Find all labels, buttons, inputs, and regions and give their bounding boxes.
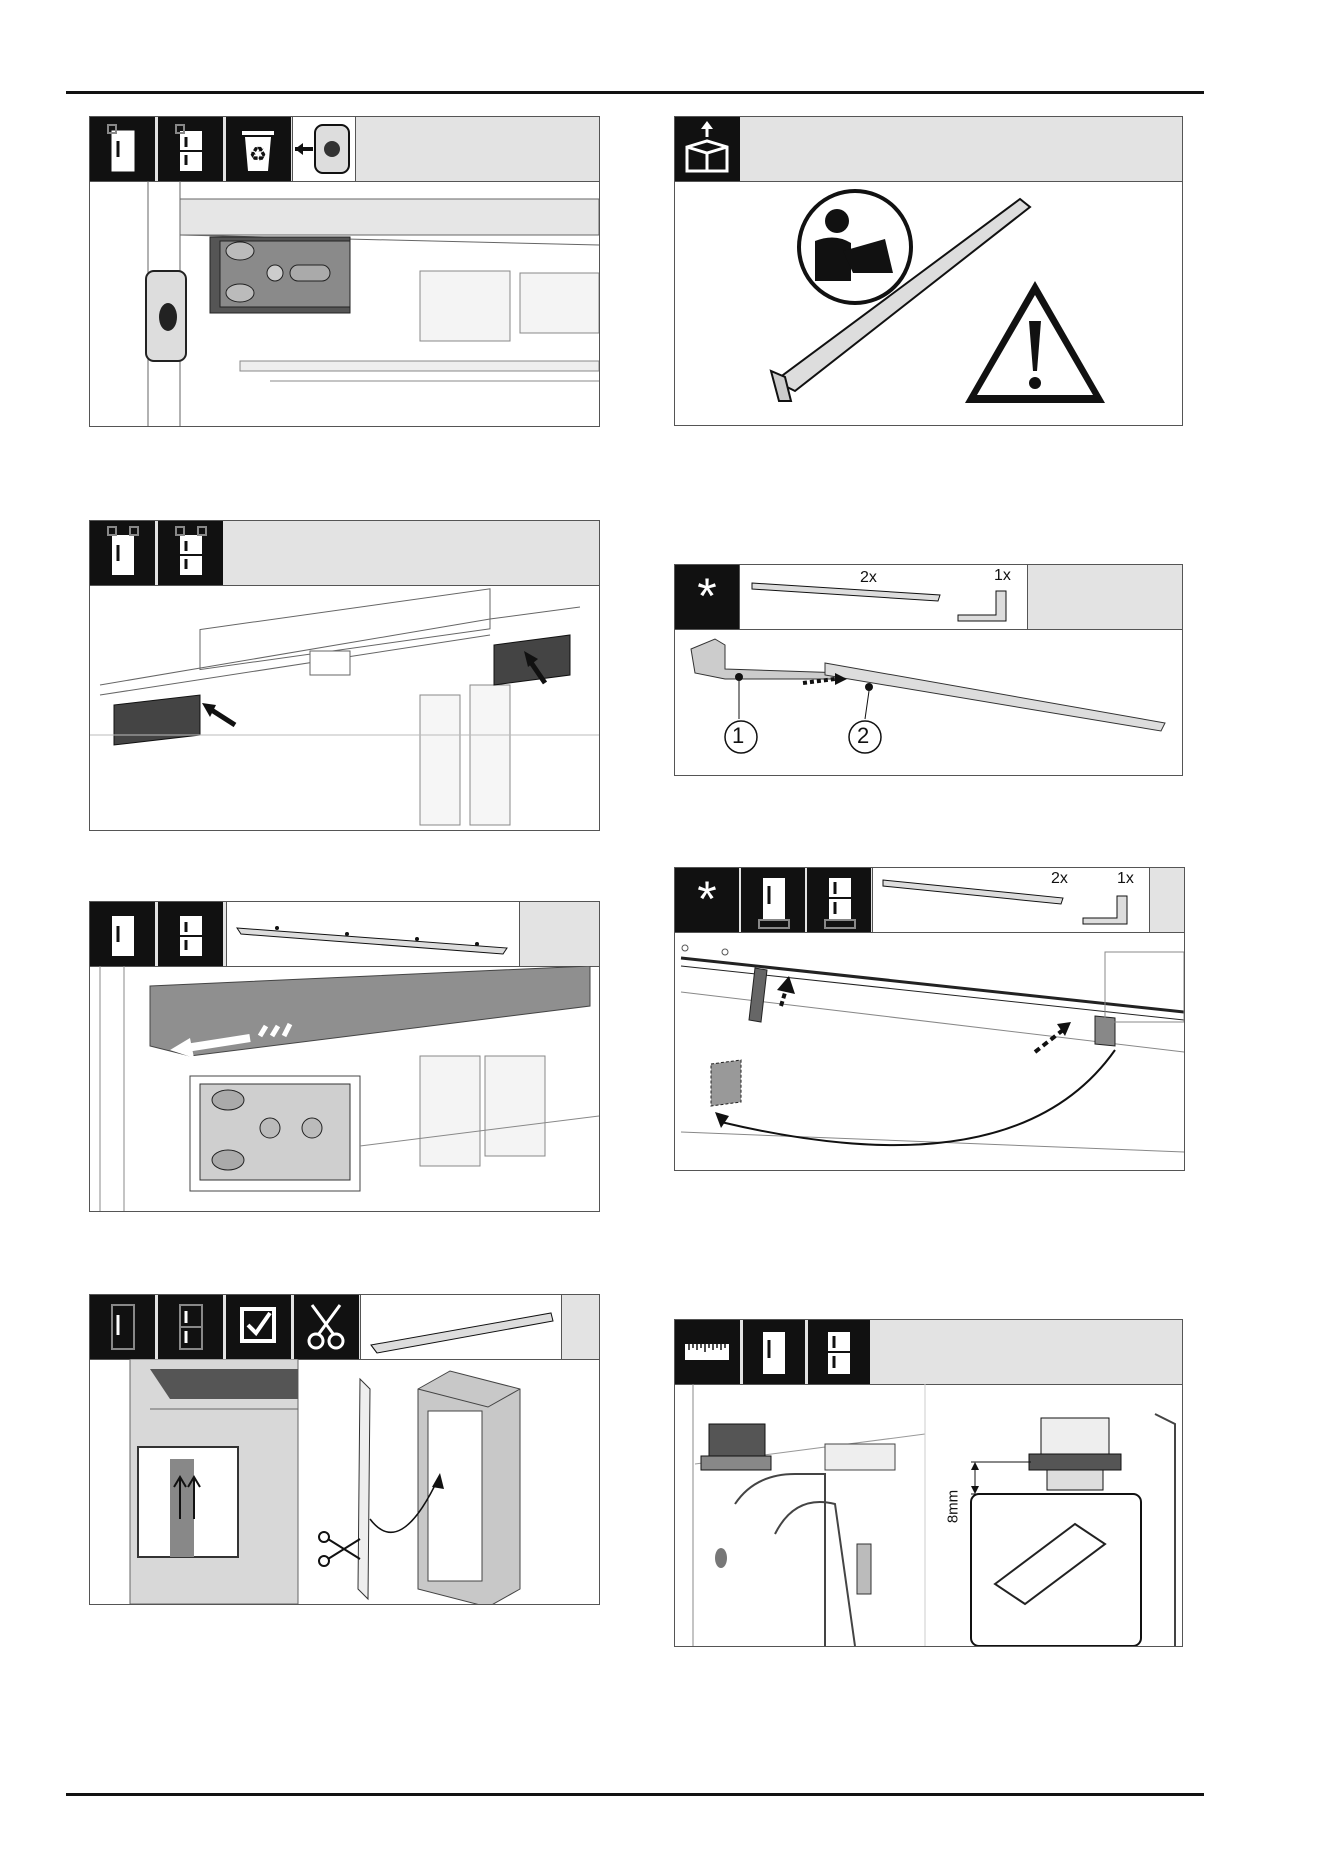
panel-remove-cover: ♻ [89, 116, 600, 427]
fridge-single-icon [741, 868, 805, 932]
fridge-freezer-icon [807, 868, 871, 932]
seal-cutting-illustration [90, 1359, 599, 1604]
read-manual-warning-illustration [675, 181, 1182, 425]
fridge-single-icon [90, 521, 155, 585]
panel-mount-strip [89, 901, 600, 1212]
callout-1: 1 [732, 723, 744, 749]
panel-accessory-assembly: * 2x 1x 1 2 [674, 564, 1183, 776]
covers-insertion-illustration [90, 585, 599, 830]
bottom-rule [66, 1793, 1204, 1796]
panel-insert-covers [89, 520, 600, 831]
strip-quantity-label: 2x [860, 569, 877, 587]
callout-2: 2 [857, 723, 869, 749]
cover-part-icon [292, 117, 356, 181]
strip-quantity-label: 2x [1051, 870, 1068, 888]
fridge-freezer-icon [158, 902, 223, 966]
accessory-parts: 2x 1x [872, 868, 1150, 932]
unpack-box-icon [675, 117, 740, 181]
accessory-parts: 2x 1x [739, 565, 1028, 629]
recycle-bin-icon: ♻ [226, 117, 291, 181]
height-adjust-illustration: 8mm [675, 1384, 1182, 1646]
panel-read-instructions [674, 116, 1183, 426]
strip-install-illustration [675, 932, 1184, 1170]
profile-quantity-label: 1x [1117, 870, 1134, 888]
ruler-icon [675, 1320, 740, 1384]
dimension-label: 8mm [945, 1487, 962, 1527]
top-rule [66, 91, 1204, 94]
asterisk-icon: * [675, 565, 739, 629]
asterisk-icon: * [675, 868, 739, 932]
fridge-single-icon [743, 1320, 805, 1384]
panel-height-adjust: 8mm [674, 1319, 1183, 1647]
accessory-assembly-illustration: 1 2 [675, 629, 1182, 775]
panel-install-strip: * 2x 1x [674, 867, 1185, 1171]
cover-strip-part-icon [226, 902, 520, 966]
fridge-freezer-icon [158, 117, 223, 181]
checkbox-checked-icon [226, 1295, 291, 1359]
cover-removal-illustration [90, 181, 599, 426]
panel-cut-seal [89, 1294, 600, 1605]
svg-text:*: * [697, 871, 716, 927]
svg-text:*: * [697, 568, 716, 624]
fridge-single-icon [90, 1295, 155, 1359]
seal-strip-part-icon [360, 1295, 562, 1359]
fridge-freezer-icon [158, 521, 223, 585]
panel-header [675, 117, 1182, 182]
strip-mounting-illustration [90, 966, 599, 1211]
fridge-freezer-icon [158, 1295, 223, 1359]
svg-text:♻: ♻ [249, 144, 267, 166]
profile-quantity-label: 1x [994, 567, 1011, 585]
fridge-freezer-icon [808, 1320, 870, 1384]
scissors-icon [294, 1295, 359, 1359]
fridge-single-icon [90, 902, 155, 966]
fridge-single-icon [90, 117, 155, 181]
